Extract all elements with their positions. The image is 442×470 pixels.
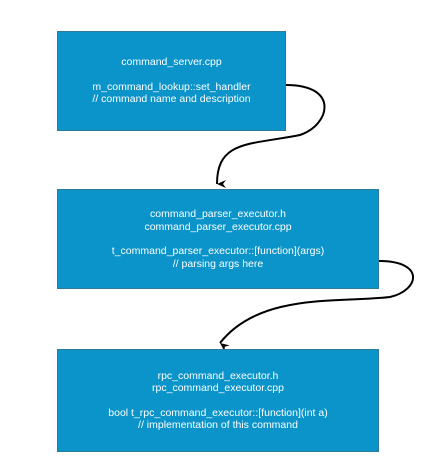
node-line: m_command_lookup::set_handler bbox=[92, 80, 251, 93]
node-line: bool t_rpc_command_executor::[function](… bbox=[108, 406, 328, 419]
node-line: command_parser_executor.h bbox=[150, 208, 286, 220]
rpc-command-executor-node: rpc_command_executor.h rpc_command_execu… bbox=[57, 349, 379, 452]
command-parser-executor-node: command_parser_executor.h command_parser… bbox=[57, 189, 379, 289]
node-line: // command name and description bbox=[92, 93, 251, 106]
node-line: command_server.cpp bbox=[121, 56, 222, 69]
node-line: // parsing args here bbox=[172, 257, 264, 270]
command-server-node: command_server.cpp m_command_lookup::set… bbox=[57, 31, 286, 131]
node-line: command_parser_executor.cpp bbox=[144, 220, 292, 233]
node-line: t_command_parser_executor::[function](ar… bbox=[111, 245, 325, 257]
node-line: rpc_command_executor.cpp bbox=[152, 382, 284, 394]
edge-server-to-parser bbox=[216, 84, 326, 189]
node-line: // implementation of this command bbox=[138, 419, 298, 431]
edge-parser-to-rpc bbox=[219, 260, 414, 352]
node-line: rpc_command_executor.h bbox=[157, 369, 279, 382]
